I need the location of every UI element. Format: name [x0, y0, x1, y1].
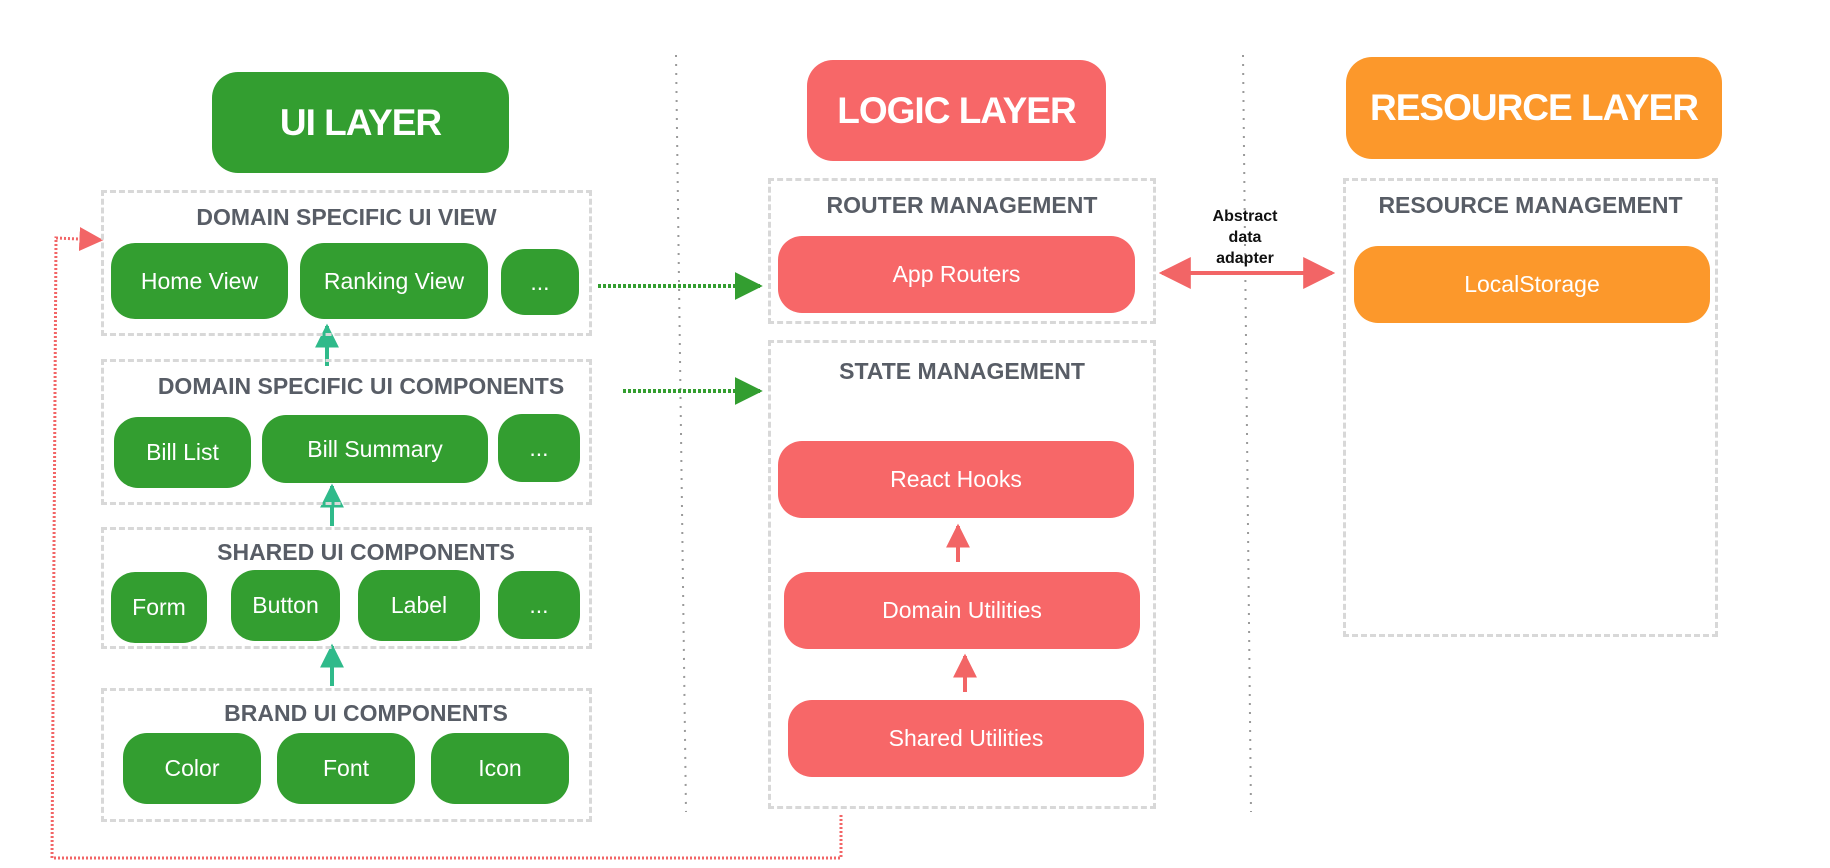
router-management-title: ROUTER MANAGEMENT [826, 192, 1098, 218]
node-label: Label [358, 570, 480, 641]
node-label: Form [132, 594, 186, 620]
domain-ui-view-title: DOMAIN SPECIFIC UI VIEW [196, 204, 497, 230]
node-label: ... [529, 434, 549, 461]
brand-ui-components-title: BRAND UI COMPONENTS [224, 700, 508, 726]
ui-layer-title: UI LAYER [279, 101, 442, 143]
arrow-logic-back-to-ui [50, 227, 843, 860]
node-label: LocalStorage [1464, 271, 1600, 297]
node-button: Button [231, 570, 340, 641]
node-color: Color [123, 733, 261, 804]
adapter-note-line: data [1228, 229, 1262, 246]
resource-management-title: RESOURCE MANAGEMENT [1378, 192, 1683, 218]
adapter-note-line: adapter [1216, 250, 1274, 267]
node-label: App Routers [892, 261, 1021, 287]
brand-ui-components-box [101, 688, 592, 822]
node-domain-utilities: Domain Utilities [784, 572, 1140, 649]
domain-ui-components-title: DOMAIN SPECIFIC UI COMPONENTS [157, 373, 565, 399]
node-label: ... [529, 591, 549, 618]
ui-layer-header: UI LAYER [212, 72, 509, 173]
router-management-box [768, 178, 1156, 324]
node-label: Color [164, 755, 220, 781]
node-bill-list: Bill List [114, 417, 251, 488]
node-label: React Hooks [890, 466, 1022, 492]
node-label: Shared Utilities [888, 725, 1044, 751]
state-management-title: STATE MANAGEMENT [839, 358, 1085, 384]
node-label: Label [390, 592, 448, 618]
resource-layer-title: RESOURCE LAYER [1370, 87, 1699, 128]
node-label: Bill Summary [307, 435, 443, 462]
node-label: Home View [140, 267, 259, 294]
node-shared-utilities: Shared Utilities [788, 700, 1144, 777]
logic-layer-header: LOGIC LAYER [807, 60, 1106, 161]
divider-ui-logic [675, 54, 687, 813]
node-app-routers: App Routers [778, 236, 1135, 313]
node-font: Font [277, 733, 415, 804]
resource-management-box [1343, 178, 1718, 637]
node-home-view: Home View [111, 243, 288, 319]
node-label: ... [530, 268, 550, 295]
adapter-note: Abstract data adapter [1195, 206, 1295, 269]
node-label: Ranking View [323, 267, 465, 294]
node-localstorage: LocalStorage [1354, 246, 1710, 323]
node-label: Button [252, 592, 319, 618]
domain-ui-components-box [101, 359, 592, 505]
node-label: Domain Utilities [882, 597, 1042, 623]
resource-layer-header: RESOURCE LAYER [1346, 57, 1722, 159]
node-label: Font [322, 755, 370, 781]
node-ranking-view: Ranking View [300, 243, 488, 319]
logic-layer-title: LOGIC LAYER [837, 89, 1076, 131]
shared-ui-components-title: SHARED UI COMPONENTS [217, 539, 515, 565]
node-ellipsis: ... [501, 249, 579, 315]
domain-ui-view-box [101, 190, 592, 336]
node-icon: Icon [431, 733, 569, 804]
shared-ui-components-box [101, 527, 592, 649]
node-label: Icon [478, 755, 522, 781]
divider-logic-resource [1242, 54, 1252, 813]
node-ellipsis: ... [498, 414, 580, 482]
node-form: Form [111, 572, 207, 643]
state-management-box [768, 340, 1156, 809]
node-label: Bill List [146, 439, 219, 465]
node-bill-summary: Bill Summary [262, 415, 488, 483]
node-react-hooks: React Hooks [778, 441, 1134, 518]
adapter-note-line: Abstract [1212, 208, 1278, 225]
node-ellipsis: ... [498, 571, 580, 639]
